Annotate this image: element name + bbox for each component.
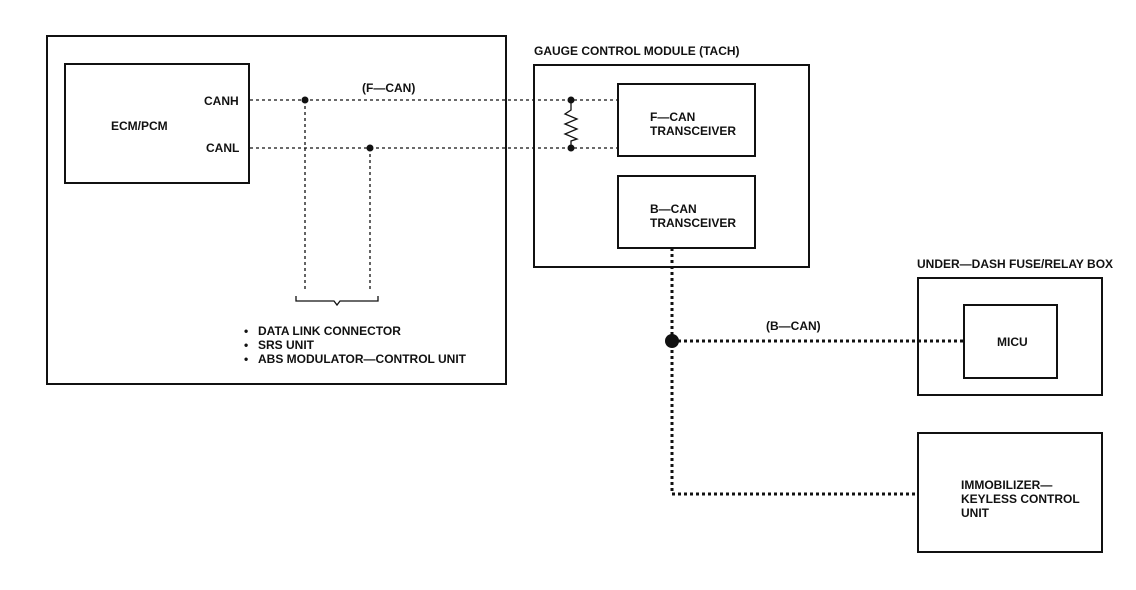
termination-resistor: [563, 100, 579, 148]
fcan-label: (F—CAN): [362, 81, 415, 95]
units-brace: [295, 296, 379, 307]
gauge-module-box: [533, 64, 810, 268]
unit-bullet-2: •: [244, 338, 248, 352]
bcan-label: (B—CAN): [766, 319, 821, 333]
unit-item-data-link-connector: DATA LINK CONNECTOR: [258, 324, 401, 338]
micu-box: [963, 304, 1058, 379]
micu-label: MICU: [997, 335, 1028, 349]
unit-item-abs-modulator: ABS MODULATOR—CONTROL UNIT: [258, 352, 467, 366]
bcan-junction-dot: [665, 334, 679, 348]
gauge-module-title: GAUGE CONTROL MODULE (TACH): [534, 44, 740, 58]
unit-item-srs-unit: SRS UNIT: [258, 338, 315, 352]
bcan-transceiver-label-2: TRANSCEIVER: [650, 216, 736, 230]
immobilizer-label-1: IMMOBILIZER—: [961, 478, 1052, 492]
fcan-transceiver-label-1: F—CAN: [650, 110, 695, 124]
canh-label: CANH: [204, 94, 239, 108]
bcan-transceiver-label-1: B—CAN: [650, 202, 697, 216]
immobilizer-label-2: KEYLESS CONTROL: [961, 492, 1080, 506]
fuse-box-outer: [917, 277, 1103, 396]
ecm-network-group-box: [46, 35, 507, 385]
unit-bullet-1: •: [244, 324, 248, 338]
ecm-pcm-box: [64, 63, 250, 184]
bcan-transceiver-box: [617, 175, 756, 249]
fcan-transceiver-label-2: TRANSCEIVER: [650, 124, 736, 138]
canl-label: CANL: [206, 141, 239, 155]
ecm-pcm-label: ECM/PCM: [111, 119, 168, 133]
unit-bullet-3: •: [244, 352, 248, 366]
fuse-box-title: UNDER—DASH FUSE/RELAY BOX: [917, 257, 1113, 271]
fcan-transceiver-box: [617, 83, 756, 157]
immobilizer-box: [917, 432, 1103, 553]
immobilizer-label-3: UNIT: [961, 506, 990, 520]
